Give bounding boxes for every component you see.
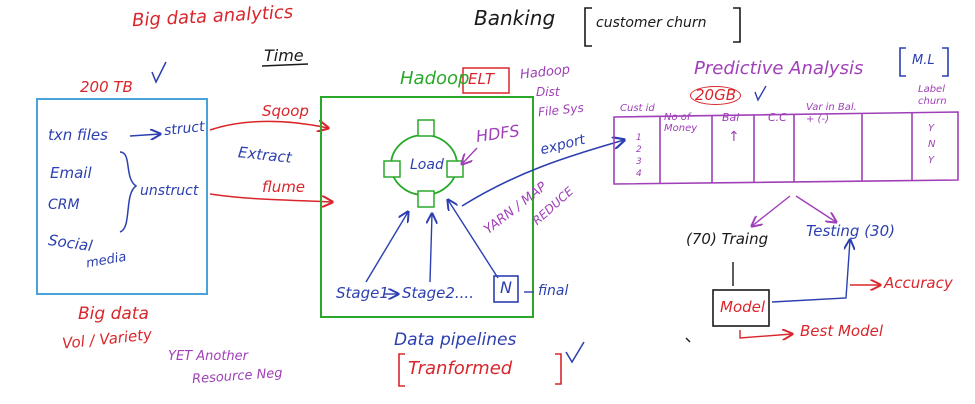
testing-split-arrow (795, 195, 836, 222)
n-label: N (500, 278, 512, 297)
pipeline-check (565, 341, 585, 364)
node-box-right (446, 160, 464, 178)
sqoop-label: Sqoop (262, 102, 309, 120)
source-size: 200 TB (80, 78, 133, 96)
hadoop-title: Hadoop (400, 68, 470, 89)
pipelines-label: Data pipelines (394, 330, 517, 350)
col-bal: Bal (722, 111, 740, 124)
load-label: Load (410, 157, 444, 173)
predictive-title: Predictive Analysis (694, 58, 864, 79)
bal-up-arrow: ↑ (728, 129, 740, 145)
elt-bracket (462, 67, 510, 94)
elt-label: ELT (468, 70, 494, 88)
txn-files-label: txn files (48, 126, 108, 144)
accuracy-label: Accuracy (884, 274, 953, 292)
sources-box (36, 98, 208, 295)
training-split-arrow (752, 195, 791, 226)
cust-id-4: 4 (636, 169, 642, 179)
testing-label: Testing (30) (806, 222, 895, 240)
churn-table (613, 111, 959, 185)
sqoop-arrow (209, 121, 328, 130)
final-label: final (538, 283, 569, 299)
col-no-of-money: No of Money (664, 112, 698, 134)
model-box (712, 289, 770, 327)
banking-label: Banking (474, 6, 556, 30)
col-var-in-bal: Var in Bal. + (-) (806, 102, 857, 125)
ml-bracket (899, 47, 949, 77)
cust-id-2: 2 (636, 145, 642, 155)
export-arrow (461, 140, 624, 207)
label-n: N (928, 139, 936, 150)
big-data-label: Big data (78, 304, 149, 324)
final-up-arrow (448, 200, 499, 279)
stage2-up-arrow (430, 214, 432, 283)
customer-churn-label: customer churn (596, 15, 707, 31)
label-y-1: Y (928, 123, 935, 134)
yarn-full-line1: YET Another (168, 349, 248, 364)
best-model-arrow (739, 330, 792, 338)
customer-churn-bracket (584, 7, 741, 47)
best-model-label: Best Model (800, 322, 884, 340)
col-cust-id: Cust id (620, 103, 655, 114)
stage2-label: Stage2.... (402, 284, 474, 302)
model-to-testing (771, 240, 850, 303)
stage1-label: Stage1 (336, 284, 389, 302)
cust-id-1: 1 (636, 133, 642, 143)
cust-id-3: 3 (636, 157, 642, 167)
unstruct-brace (119, 151, 138, 233)
col-label-churn: Label churn (918, 84, 947, 107)
table-size: 20GB (690, 86, 742, 105)
email-label: Email (50, 164, 92, 182)
n-box (493, 275, 519, 303)
txn-arrow (129, 134, 160, 136)
time-underline (261, 63, 309, 67)
node-box-top (417, 119, 435, 137)
dist-label: Dist (536, 85, 560, 99)
transformed-bracket (398, 353, 562, 387)
unstruct-label: unstruct (140, 183, 199, 199)
flume-label: flume (262, 178, 306, 196)
flume-arrow (209, 193, 332, 202)
size-check-mark (151, 61, 167, 84)
col-cc: C.C (768, 111, 787, 124)
hdfs-arrow (462, 147, 478, 164)
model-label: Model (720, 298, 766, 316)
time-label: Time (264, 46, 304, 65)
node-box-left (383, 160, 401, 178)
crm-label: CRM (48, 197, 80, 213)
struct-label: struct (163, 118, 206, 140)
stray-mark (685, 337, 691, 343)
stage1-up-arrow (365, 212, 408, 283)
table-size-check (754, 85, 767, 102)
node-box-bottom (417, 190, 435, 208)
hadoop-box (320, 96, 534, 318)
label-y-2: Y (928, 155, 935, 166)
training-label: (70) Traing (686, 230, 769, 248)
transformed-label: Tranformed (408, 358, 513, 379)
ml-label: M.L (912, 53, 935, 68)
